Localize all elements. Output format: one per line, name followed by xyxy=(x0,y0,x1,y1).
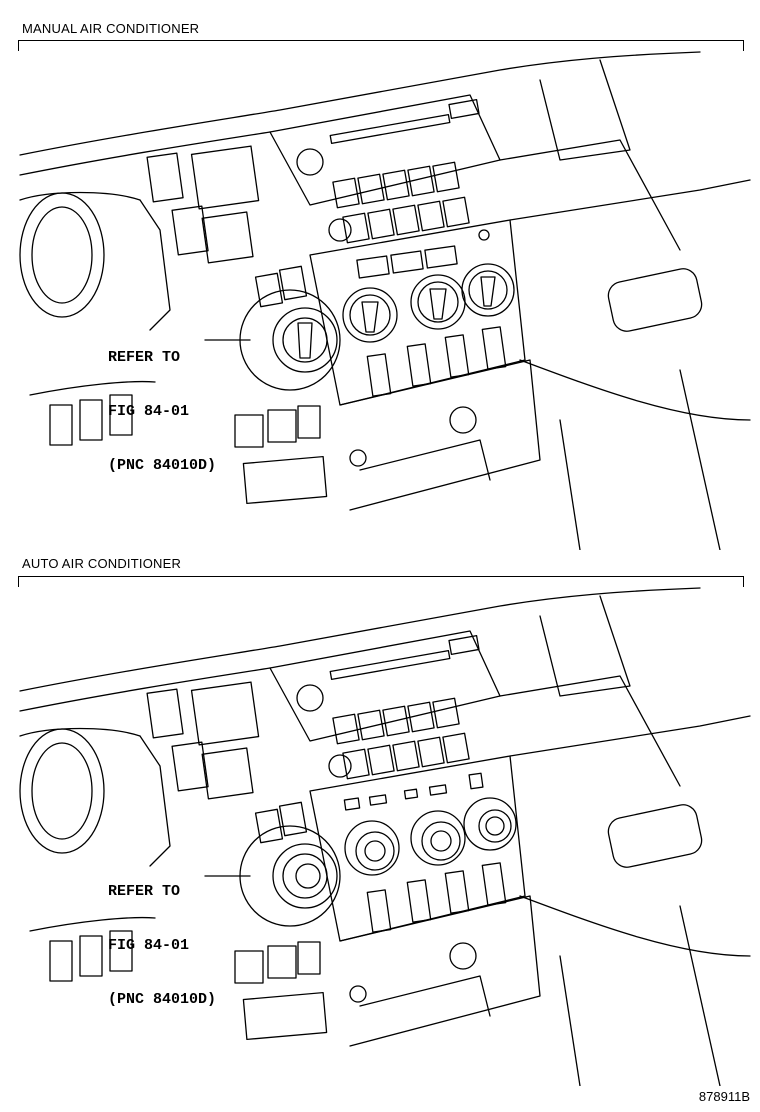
audio-button-grid xyxy=(332,161,470,244)
figure-id: 878911B xyxy=(698,1089,750,1104)
callout-refer-auto: REFER TO FIG 84-01 (PNC 84010D) xyxy=(108,847,216,1027)
callout-line-1: REFER TO xyxy=(108,349,181,366)
auto-indicator-row xyxy=(343,772,484,811)
auto-knob-center xyxy=(410,810,466,866)
manual-knob-right xyxy=(461,263,515,317)
callout-line-2: FIG 84-01 xyxy=(108,937,190,954)
section-bracket-auto xyxy=(18,576,744,587)
manual-knob-left xyxy=(342,287,398,343)
callout-line-3: (PNC 84010D) xyxy=(108,457,217,474)
left-vent-upper xyxy=(146,152,184,203)
callout-line-1: REFER TO xyxy=(108,883,181,900)
manual-knob-center xyxy=(410,274,466,330)
section-title-auto: AUTO AIR CONDITIONER xyxy=(22,556,182,571)
auto-knob-right xyxy=(463,797,517,851)
left-vent-lower xyxy=(171,205,209,256)
section-title-manual: MANUAL AIR CONDITIONER xyxy=(22,21,200,36)
audio-knob-left xyxy=(296,148,324,176)
climate-panel-outline xyxy=(309,755,526,942)
callout-line-3: (PNC 84010D) xyxy=(108,991,217,1008)
dashboard-drawing-auto xyxy=(0,576,760,1086)
section-bracket-manual xyxy=(18,40,744,51)
callout-line-2: FIG 84-01 xyxy=(108,403,190,420)
audio-button-grid xyxy=(332,697,470,780)
dashboard-drawing-manual xyxy=(0,40,760,550)
callout-refer-manual: REFER TO FIG 84-01 (PNC 84010D) xyxy=(108,313,216,493)
climate-panel-outline xyxy=(309,219,526,406)
auto-knob-left xyxy=(344,820,400,876)
